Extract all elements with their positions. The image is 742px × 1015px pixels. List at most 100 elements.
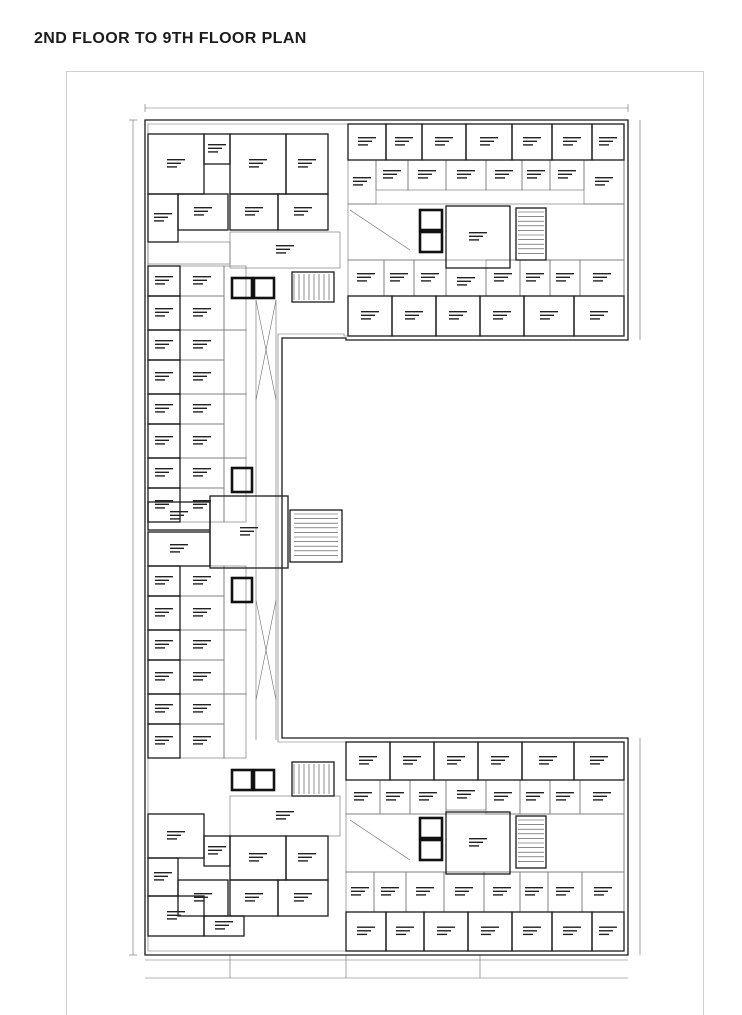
- staircase: [291, 271, 335, 303]
- room-label-mark: [167, 918, 177, 920]
- room-label-mark: [419, 792, 437, 794]
- room-label-mark: [525, 887, 543, 889]
- room-label-mark: [594, 894, 604, 896]
- room-label-mark: [416, 894, 426, 896]
- room-label-mark: [353, 180, 367, 182]
- service-shaft: [223, 393, 247, 459]
- room-label-mark: [405, 314, 419, 316]
- room-label-mark: [525, 894, 535, 896]
- room-label-mark: [493, 311, 511, 313]
- lift-shaft: [230, 576, 254, 604]
- room-label-mark: [563, 137, 581, 139]
- room-label-mark: [167, 166, 177, 168]
- room-label-mark: [276, 818, 286, 820]
- room-label-mark: [353, 184, 363, 186]
- room-label-mark: [494, 273, 512, 275]
- room-label-mark: [155, 407, 169, 409]
- room-label-mark: [193, 739, 207, 741]
- room-label-mark: [155, 471, 169, 473]
- room-label-mark: [539, 756, 557, 758]
- room-label-mark: [298, 860, 308, 862]
- room-label-mark: [449, 314, 463, 316]
- room-label-mark: [155, 276, 173, 278]
- room-label-mark: [193, 583, 203, 585]
- room-label-mark: [193, 471, 207, 473]
- room-label-mark: [170, 544, 188, 546]
- room: [591, 911, 625, 952]
- service-shaft: [223, 693, 247, 759]
- room-label-mark: [563, 930, 577, 932]
- room-label-mark: [493, 314, 507, 316]
- lift-shaft: [418, 208, 444, 232]
- room-label-mark: [523, 140, 537, 142]
- room-label-mark: [193, 311, 207, 313]
- room-label-mark: [170, 511, 188, 513]
- room-label-mark: [193, 343, 207, 345]
- lift-shaft: [418, 230, 444, 254]
- service-shaft: [223, 457, 247, 523]
- room-label-mark: [193, 283, 203, 285]
- room-label-mark: [523, 137, 541, 139]
- central-lobby: [209, 495, 289, 569]
- room-label-mark: [395, 140, 409, 142]
- room-label-mark: [294, 893, 312, 895]
- room-label-mark: [155, 347, 165, 349]
- room-label-mark: [193, 743, 203, 745]
- room-label-mark: [556, 795, 570, 797]
- room-label-mark: [193, 608, 211, 610]
- room-label-mark: [351, 890, 365, 892]
- room-label-mark: [193, 407, 207, 409]
- room-label-mark: [381, 887, 399, 889]
- room-label-mark: [457, 173, 471, 175]
- room: [573, 741, 625, 781]
- building-inner-outline: [147, 123, 625, 952]
- room-label-mark: [155, 340, 173, 342]
- room-label-mark: [154, 216, 168, 218]
- room-label-mark: [386, 795, 400, 797]
- room-label-mark: [563, 144, 573, 146]
- lobby: [445, 205, 511, 269]
- room-label-mark: [358, 140, 372, 142]
- page-title: 2ND FLOOR TO 9TH FLOOR PLAN: [34, 30, 307, 47]
- room-label-mark: [457, 277, 475, 279]
- room-label-mark: [193, 436, 211, 438]
- room-label-mark: [416, 890, 430, 892]
- room-label-mark: [437, 926, 455, 928]
- room-label-mark: [155, 411, 165, 413]
- room-label-mark: [193, 640, 211, 642]
- room-label-mark: [155, 707, 169, 709]
- room-label-mark: [193, 679, 203, 681]
- service-shaft: [223, 629, 247, 695]
- room-label-mark: [563, 926, 581, 928]
- room-label-mark: [523, 144, 533, 146]
- room-label-mark: [193, 308, 211, 310]
- room-label-mark: [469, 232, 487, 234]
- room-label-mark: [590, 763, 600, 765]
- room-label-mark: [294, 210, 308, 212]
- room-label-mark: [155, 611, 169, 613]
- room-label-mark: [351, 894, 361, 896]
- room-label-mark: [361, 314, 375, 316]
- room-label-mark: [390, 273, 408, 275]
- room-label-mark: [193, 704, 211, 706]
- room-label-mark: [167, 162, 181, 164]
- room-label-mark: [208, 849, 222, 851]
- room-label-mark: [357, 280, 367, 282]
- lift-shaft: [252, 276, 276, 300]
- service-shaft: [223, 565, 247, 631]
- room-label-mark: [170, 551, 180, 553]
- room-label-mark: [494, 792, 512, 794]
- room-label-mark: [595, 184, 605, 186]
- room-label-mark: [167, 911, 185, 913]
- room-label-mark: [359, 756, 377, 758]
- room-label-mark: [358, 144, 368, 146]
- room-label-mark: [193, 579, 207, 581]
- room: [177, 879, 229, 917]
- room-label-mark: [480, 140, 494, 142]
- room-label-mark: [527, 170, 545, 172]
- room-label-mark: [469, 845, 479, 847]
- room-label-mark: [457, 284, 467, 286]
- room-label-mark: [590, 759, 604, 761]
- room-label-mark: [493, 318, 503, 320]
